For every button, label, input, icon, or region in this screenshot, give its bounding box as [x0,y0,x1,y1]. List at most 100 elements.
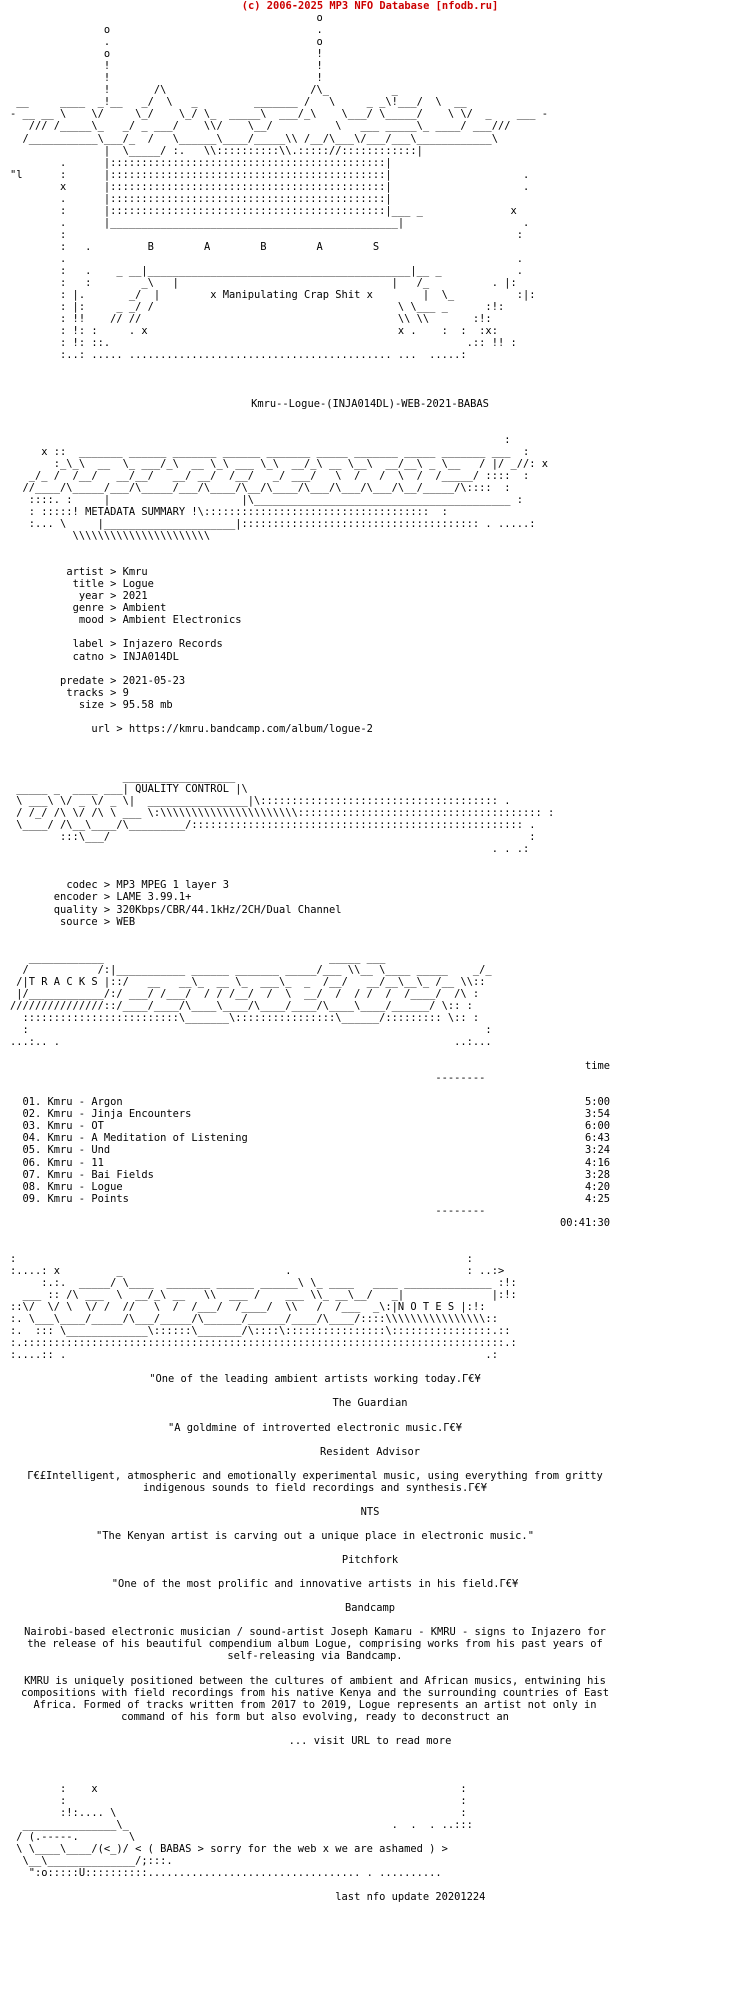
ascii-art-fragment [10,675,60,687]
quote-source: Pitchfork [10,1554,730,1566]
ascii-art-fragment: |:!: [454,1301,486,1314]
ascii-art-fragment [10,638,73,650]
ascii-art-line: //____/\_____/___/\_____/___/\____/\__/\… [10,481,517,494]
ascii-art-line [10,663,730,675]
quality-source-text: source > WEB [60,915,136,928]
nfo-document: (c) 2006-2025 MP3 NFO Database [nfodb.ru… [10,0,730,1903]
header-credit: (c) 2006-2025 MP3 NFO Database [nfodb.ru… [10,0,730,12]
ascii-art-fragment: \ \____\____/(<_)/ [10,1843,136,1856]
quality-codec-text: codec > MP3 MPEG 1 layer 3 [66,879,229,892]
ascii-art-line [10,422,730,434]
quality-source: source > WEB [10,916,730,928]
ascii-art-line: _/_ / /__/ __/__/ __/ __/ /__/ _/ ___/ \… [10,469,530,482]
ascii-art-line: o ! [10,48,586,61]
ascii-art-line [10,940,730,952]
ascii-art-line: : !: : . x x . : : :x: [10,325,517,338]
ascii-art-line [10,1494,730,1506]
ascii-art-line: -------- [10,1072,486,1085]
quote-text: "One of the leading ambient artists work… [149,1373,481,1386]
quote-source-text: Pitchfork [341,1554,399,1567]
ascii-art-line: x :: _______ ______ _______ ______ _____… [10,445,530,458]
meta-title-text: title > Logue [72,578,154,591]
ascii-art-line: __ ____ _!__ _/ \ _ _______ / \ _ _\!___… [10,96,542,109]
ascii-art-line [10,1385,730,1397]
meta-genre-text: genre > Ambient [72,602,167,615]
meta-url-text[interactable]: url > https://kmru.bandcamp.com/album/lo… [91,722,373,735]
ascii-art-line: /___________\___/_ / \______\____/_____\… [10,132,505,145]
ascii-art-fragment [10,590,79,602]
quote-source: NTS [10,1506,730,1518]
meta-artist-text: artist > Kmru [66,566,148,579]
ascii-art-line: ///////////////::/____/____/\____\____/\… [10,999,473,1012]
quality-codec: codec > MP3 MPEG 1 layer 3 [10,879,730,891]
meta-url: url > https://kmru.bandcamp.com/album/lo… [10,723,730,735]
ascii-art-fragment [10,891,54,903]
ascii-art-line: : : [10,1794,467,1807]
track-title: 07. Kmru - Bai Fields [22,1168,154,1181]
ascii-art-fragment [10,723,91,735]
quote-source-text: Resident Advisor [319,1445,421,1458]
ascii-art-line [10,1590,730,1602]
ascii-art-fragment [10,602,73,614]
track-title: 04. Kmru - A Meditation of Listening [22,1132,248,1145]
ascii-art-fragment: |\ [228,783,511,796]
meta-title: title > Logue [10,578,730,590]
ascii-art-line [10,735,730,747]
header-credit-text: (c) 2006-2025 MP3 NFO Database [nfodb.ru… [241,0,499,12]
notes-paragraph-1: Nairobi-based electronic musician / soun… [24,1626,606,1663]
section-quality-control: _____ _ ____ ___| QUALITY CONTROL |\ [10,783,730,795]
meta-catno-text: catno > INJA014DL [72,650,179,663]
meta-predate-text: predate > 2021-05-23 [60,674,186,687]
meta-size-text: size > 95.58 mb [78,698,173,711]
ascii-art-fragment [10,879,66,891]
ascii-art-line: / /:|___________ ______ _______ _____/__… [10,963,498,976]
ascii-art-line: : !: ::. .:: !! : [10,337,536,350]
ascii-art-line: o . [10,24,586,37]
ascii-art-line [10,542,730,554]
ascii-art-line [10,855,730,867]
ascii-art-line: . . [10,252,548,265]
meta-artist: artist > Kmru [10,566,730,578]
track-title: 03. Kmru - OT [22,1120,104,1133]
ascii-art-line: ! ! [10,72,586,85]
ascii-art-line: :.::::::::::::::::::::::::::::::::::::::… [10,1337,517,1350]
notes-read-more-text: ... visit URL to read more [288,1734,452,1747]
ascii-art-line: ::::. : | |\____________________________… [10,493,523,506]
quote-source: Bandcamp [10,1602,730,1614]
ascii-art-line: . |:::::::::::::::::::::::::::::::::::::… [10,156,555,169]
section-tracks: /|T R A C K S |::/ __ __\_ __ \_ ___\_ _… [10,976,730,988]
ascii-art-line: : [10,433,511,446]
banner-tagline-text: x Manipulating Crap Shit x [210,289,373,302]
ascii-art-line: :_\_\ __ \_ ___/_\ __ \_\ ___ \_\ __/_\ … [10,457,548,470]
quote-source: Resident Advisor [10,1446,730,1458]
ascii-art-line [10,1723,730,1735]
ascii-art-line [10,1084,730,1096]
ascii-art-line: . |:::::::::::::::::::::::::::::::::::::… [10,192,555,205]
ascii-art-line: ! /\ /\_ _ [10,84,586,97]
footer-message: \ \____\____/(<_)/ < ( BABAS > sorry for… [10,1843,730,1855]
ascii-art-line: :!:.... \ : [10,1807,467,1820]
quality-quality: quality > 320Kbps/CBR/44.1kHz/2CH/Dual C… [10,904,730,916]
ascii-art-line [10,361,730,373]
ascii-art-line: :. \___\____/_____/\___/_____/\______/__… [10,1313,498,1326]
meta-mood: mood > Ambient Electronics [10,614,730,626]
ascii-art-line: :.:. _____/ \____ _______ ______ ______\… [10,1276,517,1289]
ascii-art-line: /// /_____\_ _/ _ ___/ \\/ \__/ \ ___ __… [10,120,517,133]
ascii-art-line [10,1241,730,1253]
ascii-art-line: . . .: [10,843,530,856]
quote-source-text: NTS [360,1505,380,1518]
track-title: 06. Kmru - 11 [22,1156,104,1169]
ascii-art-line: :::::::::::::::::::::::::\_______\::::::… [10,1011,480,1024]
ascii-art-line [10,626,730,638]
banner-group-letters-text: B A B A S [147,240,380,253]
ascii-art-fragment [10,614,79,626]
track-duration: 3:24 [584,1144,610,1157]
notes-paragraph-2: KMRU is uniquely positioned between the … [20,1674,610,1723]
meta-tracks: tracks > 9 [10,687,730,699]
